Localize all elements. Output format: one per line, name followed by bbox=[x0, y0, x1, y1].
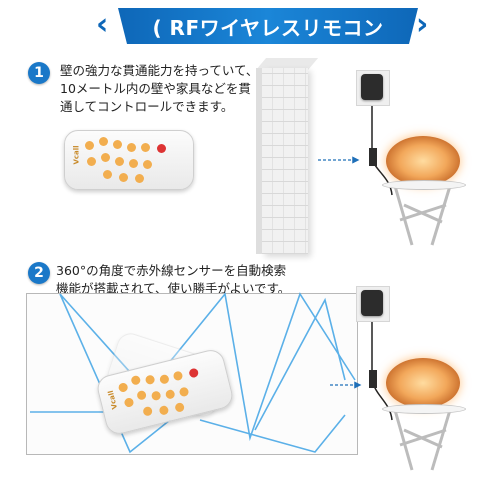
remote-control-image: Vcall bbox=[64, 130, 194, 190]
lamp-stand-top bbox=[382, 180, 466, 190]
banner-chevron-left-icon: ‹ bbox=[96, 7, 109, 42]
power-button-icon bbox=[157, 144, 166, 153]
step-1-line: 壁の強力な貫通能力を持っていて、 bbox=[60, 63, 259, 78]
step-2-badge: 2 bbox=[28, 262, 50, 284]
step-2-line: 機能が搭載されて、使い勝手がよいです。 bbox=[56, 281, 291, 296]
banner-chevron-right-icon: › bbox=[416, 7, 429, 42]
power-button-icon bbox=[188, 367, 200, 379]
string-lights-image bbox=[386, 358, 460, 408]
step-2-line: 360°の角度で赤外線センサーを自動検索 bbox=[56, 263, 287, 278]
step-1-line: 10メートル内の壁や家具などを貫 bbox=[60, 81, 251, 96]
header-banner: ( RFワイヤレスリモコン bbox=[118, 8, 418, 44]
page-title: ( RFワイヤレスリモコン bbox=[152, 15, 384, 40]
string-lights-image bbox=[386, 136, 460, 186]
lamp-stand-top bbox=[382, 404, 466, 414]
step-2-description: 360°の角度で赤外線センサーを自動検索 機能が搭載されて、使い勝手がよいです。 bbox=[56, 262, 290, 298]
power-adapter-image bbox=[361, 290, 383, 316]
step-1-line: 通してコントロールできます。 bbox=[60, 99, 234, 114]
step-1-description: 壁の強力な貫通能力を持っていて、 10メートル内の壁や家具などを貫 通してコント… bbox=[60, 62, 258, 116]
remote-brand-logo: Vcall bbox=[106, 389, 120, 411]
step-1-badge: 1 bbox=[28, 62, 50, 84]
power-adapter-image bbox=[361, 74, 383, 100]
brick-wall-image bbox=[262, 68, 308, 254]
